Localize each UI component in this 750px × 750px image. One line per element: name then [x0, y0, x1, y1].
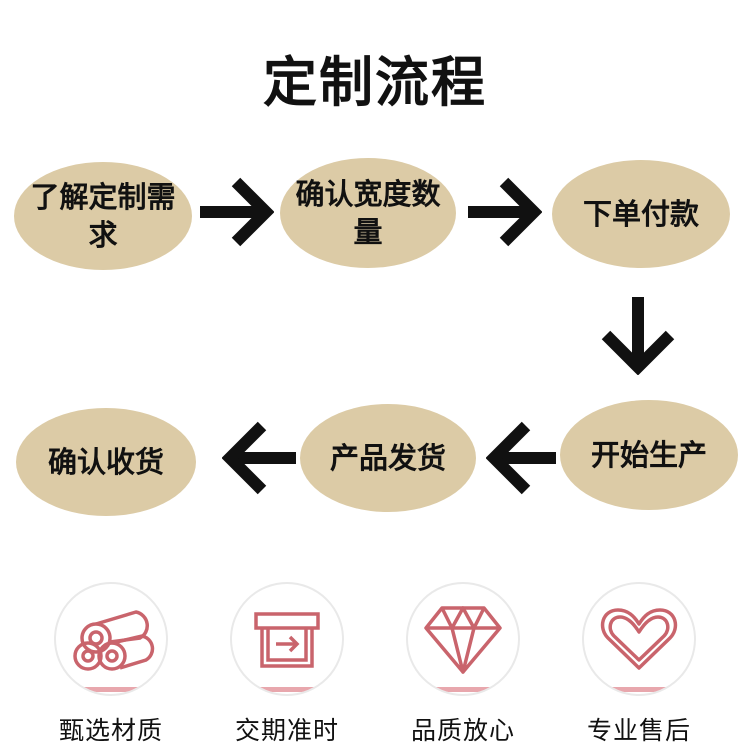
arrow-left-icon: [222, 421, 296, 495]
feature-label: 品质放心: [410, 716, 515, 745]
feature-after-sales: 专业售后: [554, 582, 724, 747]
step-order-payment: 下单付款: [552, 160, 730, 268]
step-understand-needs: 了解定制需求: [14, 162, 192, 270]
arrow-down-icon: [601, 297, 675, 375]
arrow-right-icon: [468, 177, 542, 247]
rolls-icon: [73, 610, 155, 671]
arrow-left-icon: [486, 421, 556, 495]
feature-circle: [406, 582, 520, 696]
feature-label: 专业售后: [586, 716, 691, 745]
feature-quality-material: 甄选材质: [26, 582, 196, 747]
feature-on-time-delivery: 交期准时: [202, 582, 372, 747]
step-label: 确认收货: [47, 445, 164, 479]
step-label: 下单付款: [582, 197, 699, 231]
feature-label: 交期准时: [234, 716, 339, 745]
box-arrow-icon: [254, 612, 320, 668]
step-product-shipping: 产品发货: [300, 404, 476, 512]
step-confirm-receipt: 确认收货: [16, 408, 196, 516]
step-label: 了解定制需求: [30, 180, 176, 252]
page-title: 定制流程: [263, 51, 487, 114]
feature-label: 甄选材质: [58, 716, 163, 745]
feature-quality-assurance: 品质放心: [378, 582, 548, 747]
heart-icon: [600, 608, 678, 670]
step-label: 产品发货: [329, 441, 446, 475]
diamond-icon: [424, 606, 502, 674]
feature-circle: [54, 582, 168, 696]
feature-circle: [230, 582, 344, 696]
feature-circle: [582, 582, 696, 696]
step-label: 确认宽度数量: [295, 177, 441, 249]
step-label: 开始生产: [590, 438, 707, 472]
step-start-production: 开始生产: [560, 400, 738, 510]
arrow-right-icon: [200, 177, 274, 247]
step-confirm-width: 确认宽度数量: [280, 158, 456, 268]
